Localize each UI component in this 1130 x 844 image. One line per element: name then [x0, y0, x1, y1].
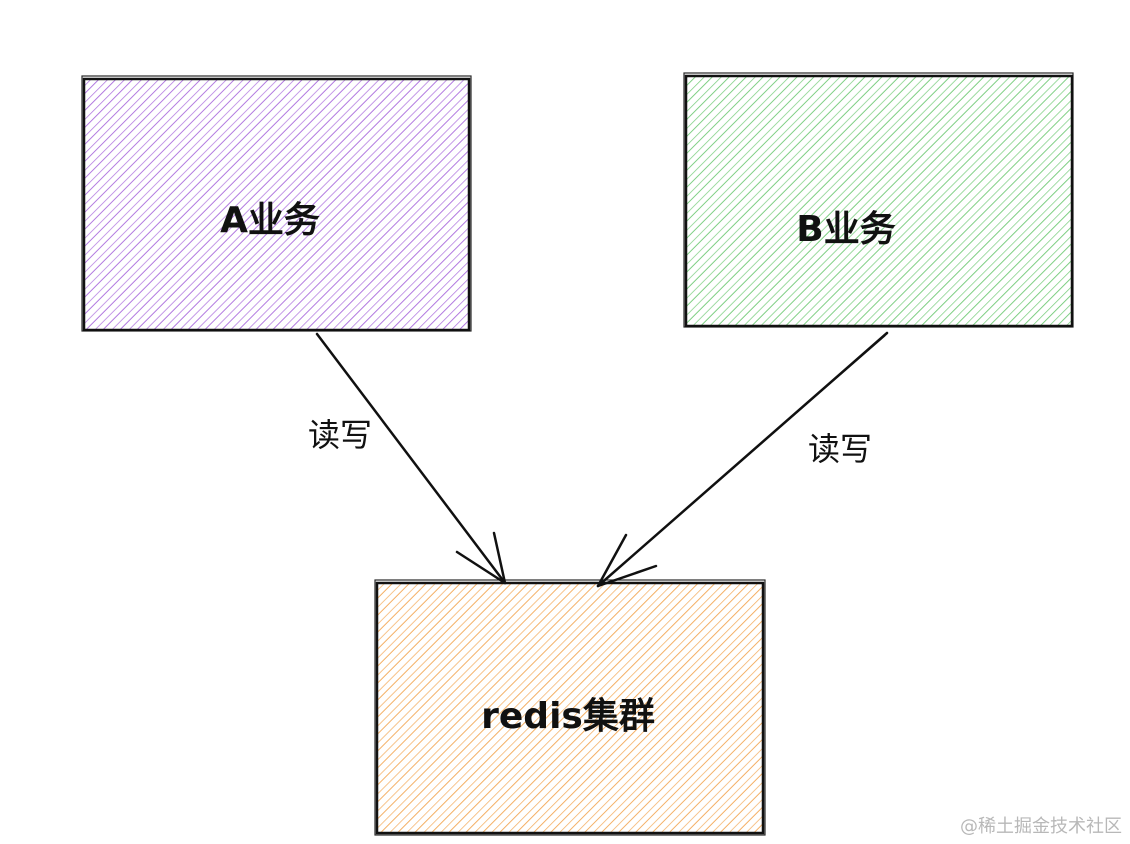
node-b-business-label: B业务 — [796, 209, 895, 250]
node-redis-cluster-label: redis集群 — [481, 696, 655, 737]
arrowhead-a — [455, 531, 507, 585]
node-redis-cluster: redis集群 — [374, 579, 766, 836]
arrowhead-b — [596, 533, 658, 588]
edge-a-to-redis: 读写 — [308, 332, 507, 585]
node-a-business-label: A业务 — [220, 200, 320, 241]
watermark: @稀土掘金技术社区 — [960, 816, 1122, 837]
node-b-business: B业务 — [683, 72, 1074, 328]
node-a-business: A业务 — [81, 75, 472, 332]
edge-a-label: 读写 — [308, 416, 372, 454]
edge-b-to-redis: 读写 — [596, 331, 889, 588]
edge-b-label: 读写 — [808, 430, 872, 468]
